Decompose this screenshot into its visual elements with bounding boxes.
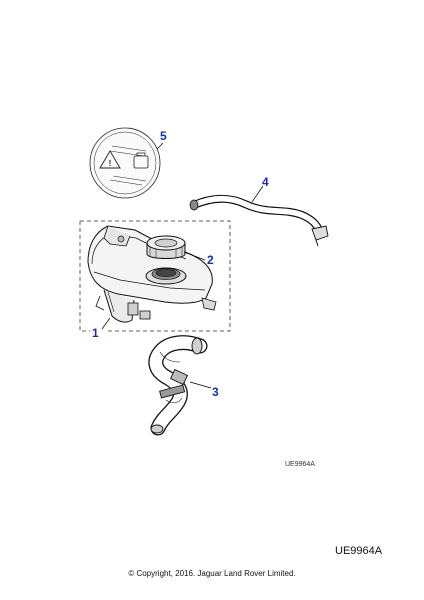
callout-4: 4 (262, 175, 269, 189)
vent-hose-illustration (189, 194, 329, 247)
callout-5: 5 (160, 129, 167, 143)
callout-2: 2 (207, 253, 214, 267)
warning-label-illustration: ! (89, 127, 161, 199)
leader-lines (101, 142, 264, 389)
copyright-notice: © Copyright, 2016. Jaguar Land Rover Lim… (128, 569, 296, 578)
reference-code: UE9964A (335, 545, 383, 557)
assembly-outline (79, 220, 231, 332)
diagram-image-code: UE9964A (285, 461, 315, 468)
callout-3: 3 (212, 385, 219, 399)
hose-assembly-illustration (148, 335, 208, 436)
callout-1: 1 (92, 326, 99, 340)
expansion-tank-illustration (87, 225, 217, 323)
svg-text:!: ! (109, 159, 112, 168)
filler-cap-illustration (146, 235, 186, 259)
